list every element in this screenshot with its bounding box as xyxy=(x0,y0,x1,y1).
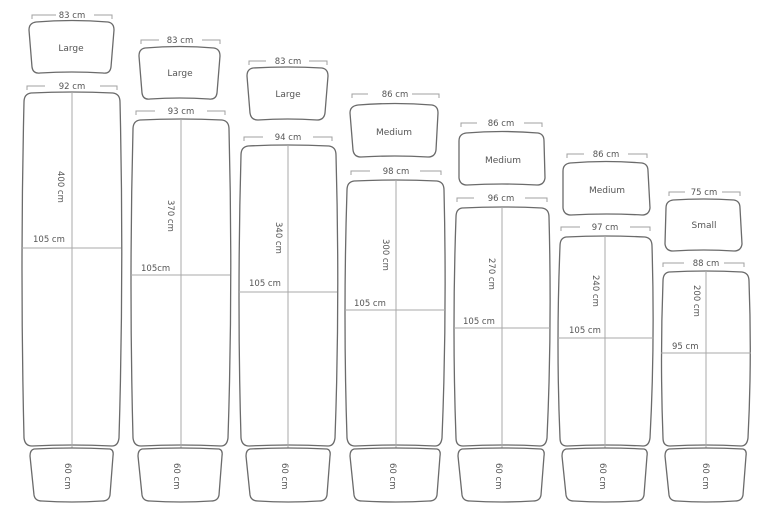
body-width-dimension: 97 cm xyxy=(560,223,651,233)
length-label: 200 cm xyxy=(691,285,701,317)
cross-width-label: 105 cm xyxy=(33,235,65,245)
head-shape xyxy=(138,45,221,100)
tail-shape xyxy=(245,447,331,503)
top-width-dimension: 86 cm xyxy=(460,119,543,129)
head-shape xyxy=(562,160,651,216)
tail-shape xyxy=(561,447,648,503)
piece-1: 83 cm Large 92 cm 400 cm 105 cm 60 cm xyxy=(21,11,123,503)
svg-text:75 cm: 75 cm xyxy=(691,188,717,198)
svg-text:83 cm: 83 cm xyxy=(59,11,85,21)
head-shape xyxy=(349,102,439,158)
piece-2: 83 cm Large 93 cm 370 cm 105cm 60 cm xyxy=(130,36,232,503)
length-label: 400 cm xyxy=(55,171,65,203)
tail-length-label: 60 cm xyxy=(62,463,72,489)
tail-length-label: 60 cm xyxy=(279,463,289,489)
size-label: Large xyxy=(58,44,84,54)
cross-width-label: 105cm xyxy=(141,264,170,274)
length-label: 300 cm xyxy=(380,239,390,271)
svg-text:86 cm: 86 cm xyxy=(382,90,408,100)
tail-shape xyxy=(457,447,545,503)
svg-text:93 cm: 93 cm xyxy=(168,107,194,117)
svg-text:86 cm: 86 cm xyxy=(488,119,514,129)
cross-width-label: 105 cm xyxy=(569,326,601,336)
top-width-dimension: 83 cm xyxy=(140,36,221,46)
svg-text:83 cm: 83 cm xyxy=(167,36,193,46)
top-width-dimension: 83 cm xyxy=(248,57,328,67)
body-width-dimension: 92 cm xyxy=(26,82,118,92)
svg-text:86 cm: 86 cm xyxy=(593,150,619,160)
svg-text:92 cm: 92 cm xyxy=(59,82,85,92)
svg-text:88 cm: 88 cm xyxy=(693,259,719,269)
tail-length-label: 60 cm xyxy=(597,463,607,489)
length-label: 370 cm xyxy=(165,200,175,232)
size-label: Large xyxy=(167,69,193,79)
cross-width-label: 95 cm xyxy=(672,342,698,352)
piece-6: 86 cm Medium 97 cm 240 cm 105 cm 60 cm xyxy=(557,150,654,503)
cross-width-label: 105 cm xyxy=(463,317,495,327)
cross-width-label: 105 cm xyxy=(249,279,281,289)
length-label: 240 cm xyxy=(590,275,600,307)
body-width-dimension: 93 cm xyxy=(135,107,226,117)
length-label: 340 cm xyxy=(273,222,283,254)
svg-text:97 cm: 97 cm xyxy=(592,223,618,233)
top-width-dimension: 75 cm xyxy=(668,188,741,198)
cross-width-label: 105 cm xyxy=(354,299,386,309)
head-shape xyxy=(664,198,743,252)
tail-length-label: 60 cm xyxy=(700,463,710,489)
tail-length-label: 60 cm xyxy=(171,463,181,489)
piece-4: 86 cm Medium 98 cm 300 cm 105 cm 60 cm xyxy=(344,90,446,503)
size-label: Large xyxy=(275,90,301,100)
body-shape xyxy=(344,179,446,447)
svg-text:94 cm: 94 cm xyxy=(275,133,301,143)
body-shape xyxy=(557,235,654,447)
size-label: Medium xyxy=(485,156,521,166)
head-shape xyxy=(458,130,546,186)
piece-3: 83 cm Large 94 cm 340 cm 105 cm 60 cm xyxy=(238,57,339,503)
size-label: Medium xyxy=(376,128,412,138)
tail-length-label: 60 cm xyxy=(387,463,397,489)
svg-text:83 cm: 83 cm xyxy=(275,57,301,67)
body-width-dimension: 88 cm xyxy=(662,259,745,269)
tail-shape xyxy=(664,447,747,503)
body-width-dimension: 96 cm xyxy=(456,194,548,204)
top-width-dimension: 83 cm xyxy=(31,11,113,21)
tail-shape xyxy=(349,447,441,503)
piece-5: 86 cm Medium 96 cm 270 cm 105 cm 60 cm xyxy=(453,119,551,503)
body-width-dimension: 98 cm xyxy=(350,167,442,177)
svg-text:98 cm: 98 cm xyxy=(383,167,409,177)
body-width-dimension: 94 cm xyxy=(243,133,333,143)
tail-shape xyxy=(29,447,114,503)
size-label: Small xyxy=(692,221,717,231)
piece-7: 75 cm Small 88 cm 200 cm 95 cm 60 cm xyxy=(660,188,751,503)
head-shape xyxy=(246,66,329,121)
svg-text:96 cm: 96 cm xyxy=(488,194,514,204)
size-label: Medium xyxy=(589,186,625,196)
tail-shape xyxy=(137,447,223,503)
top-width-dimension: 86 cm xyxy=(351,90,440,100)
tail-length-label: 60 cm xyxy=(493,463,503,489)
length-label: 270 cm xyxy=(486,258,496,290)
top-width-dimension: 86 cm xyxy=(566,150,648,160)
head-shape xyxy=(28,19,115,74)
